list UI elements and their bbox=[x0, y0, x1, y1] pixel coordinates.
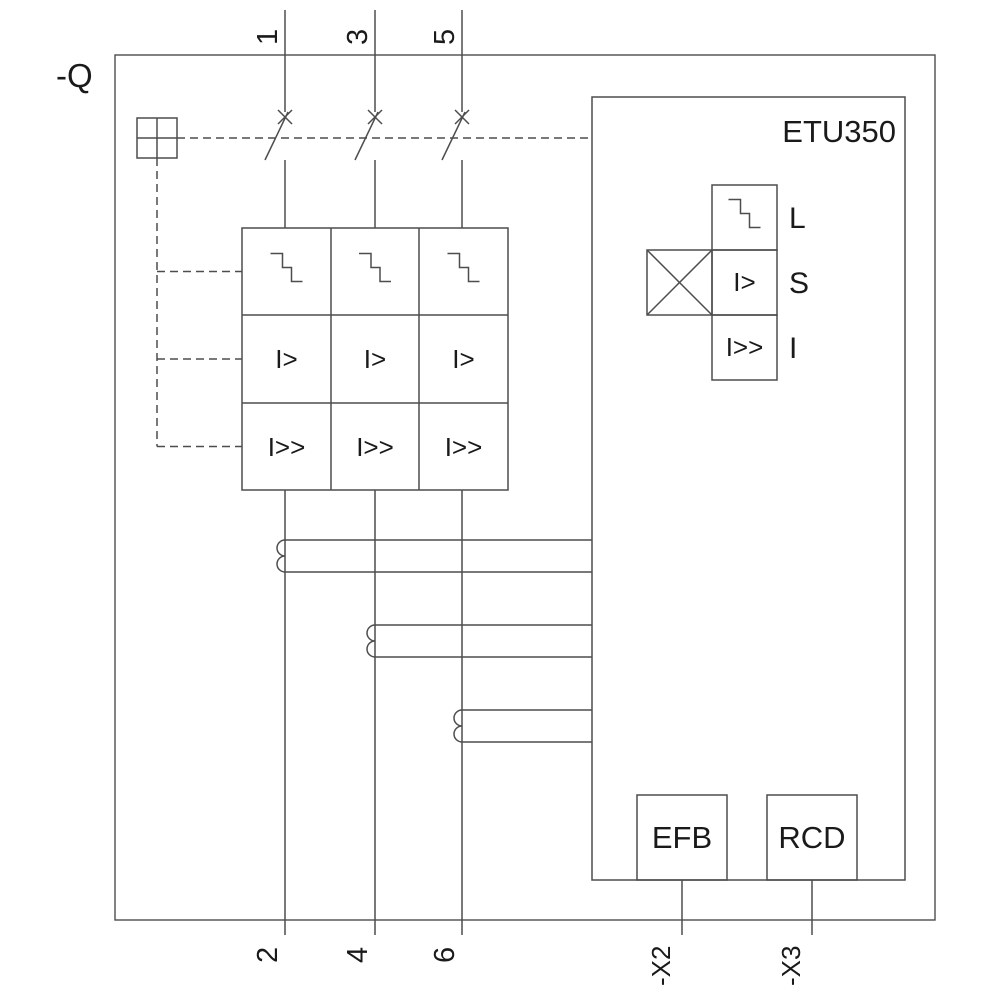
function-label-S: S bbox=[789, 267, 809, 300]
terminal-label-bottom-2: 2 bbox=[252, 947, 284, 963]
ct-coil-icon bbox=[453, 709, 463, 743]
pole-3 bbox=[441, 10, 470, 935]
function-symbol-S: I> bbox=[733, 267, 755, 297]
short-circuit-symbol: I>> bbox=[445, 432, 483, 462]
trip-unit: ETU350 L I> S I>> I EFB RCD bbox=[591, 96, 906, 881]
short-circuit-symbol: I>> bbox=[356, 432, 394, 462]
matrix-border bbox=[241, 227, 509, 491]
aux-terminal-label-x3: -X3 bbox=[776, 946, 806, 986]
pole-2 bbox=[354, 10, 383, 935]
function-label-I: I bbox=[789, 332, 797, 365]
trip-unit-name: ETU350 bbox=[782, 114, 896, 149]
rcd-module-label: RCD bbox=[778, 820, 845, 855]
terminal-label-bottom-6: 6 bbox=[429, 947, 461, 963]
mechanism-linkage bbox=[136, 117, 592, 448]
current-sensor-2 bbox=[366, 624, 592, 658]
pole-1 bbox=[264, 10, 293, 935]
breaker-boundary-box bbox=[114, 54, 936, 921]
terminal-label-top-1: 1 bbox=[252, 29, 284, 45]
crossed-box-diagonal bbox=[646, 249, 713, 316]
overload-symbol: I> bbox=[275, 344, 297, 374]
contact-blade bbox=[264, 111, 289, 161]
ct-coil-icon bbox=[276, 539, 286, 573]
aux-connectors: -X2 -X3 bbox=[646, 880, 813, 986]
terminal-label-top-5: 5 bbox=[429, 29, 461, 45]
inverse-time-curve-icon bbox=[269, 252, 304, 283]
short-circuit-symbol: I>> bbox=[268, 432, 306, 462]
function-cell-I bbox=[711, 314, 778, 381]
inverse-time-curve-icon bbox=[358, 252, 392, 283]
terminal-labels: 1 3 5 2 4 6 bbox=[252, 29, 461, 963]
contact-blade bbox=[354, 111, 379, 161]
overload-symbol: I> bbox=[452, 344, 474, 374]
current-sensor-1 bbox=[276, 539, 592, 573]
inverse-time-curve-icon bbox=[446, 252, 481, 283]
current-sensor-3 bbox=[453, 709, 592, 743]
function-symbol-I: I>> bbox=[726, 332, 764, 362]
contact-blade bbox=[441, 111, 466, 161]
inverse-time-curve-icon bbox=[727, 198, 762, 229]
trip-unit-box bbox=[591, 96, 906, 881]
terminal-label-top-3: 3 bbox=[342, 29, 374, 45]
overload-symbol: I> bbox=[364, 344, 386, 374]
efb-module-label: EFB bbox=[652, 820, 712, 855]
protection-matrix: I> I> I> I>> I>> I>> bbox=[241, 227, 509, 491]
terminal-label-bottom-4: 4 bbox=[342, 947, 374, 963]
aux-terminal-label-x2: -X2 bbox=[646, 946, 676, 986]
function-label-L: L bbox=[789, 202, 806, 235]
function-cell-L bbox=[711, 184, 778, 251]
ct-coil-icon bbox=[366, 624, 376, 658]
device-label: -Q bbox=[56, 57, 93, 94]
